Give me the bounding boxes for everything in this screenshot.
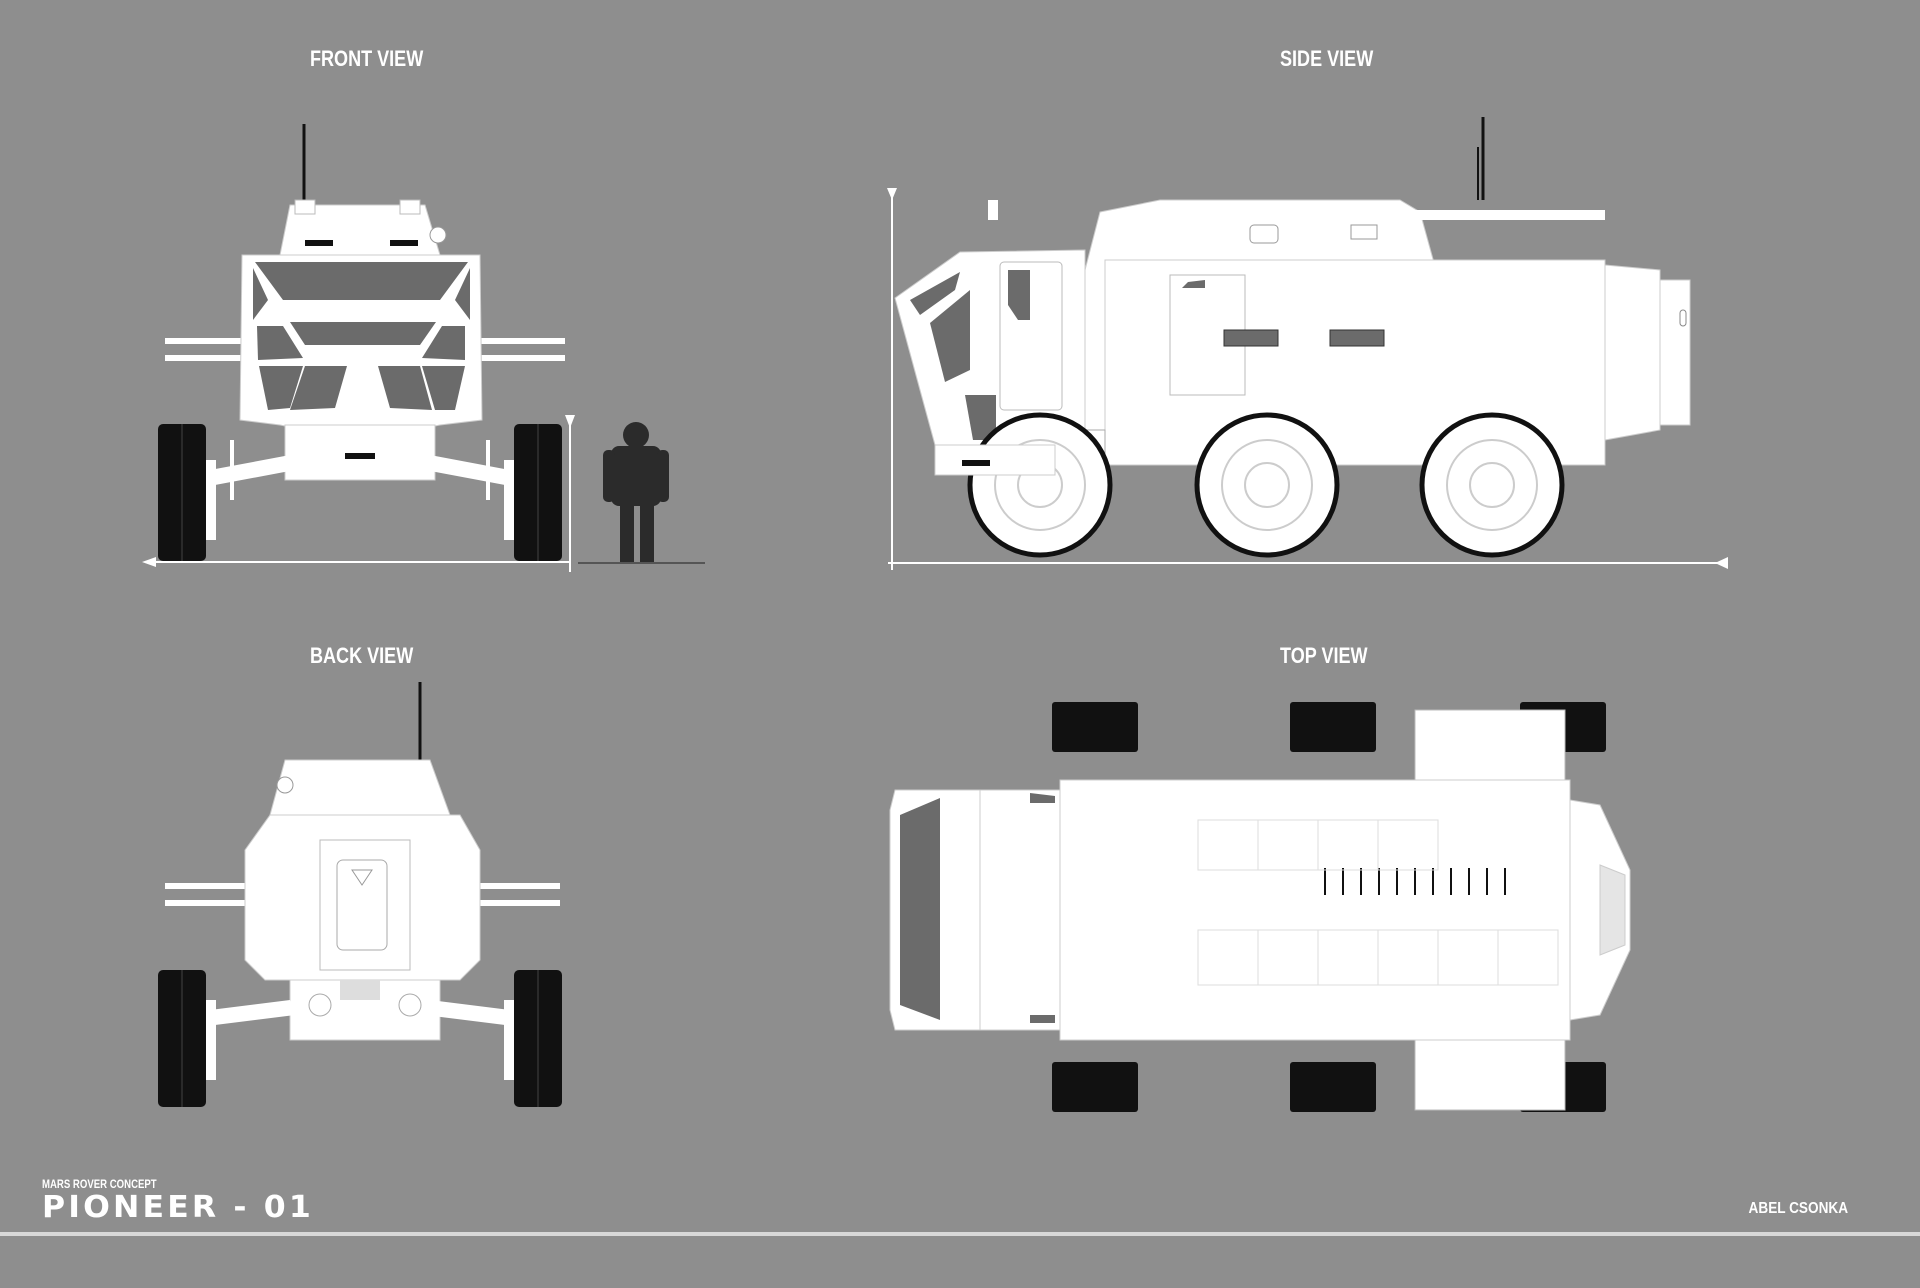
top-view-title: TOP VIEW [1280, 643, 1368, 668]
side-view-drawing [860, 100, 1860, 580]
front-left-tire [158, 424, 206, 561]
top-view-drawing [880, 690, 1740, 1130]
back-right-tire [514, 970, 562, 1107]
front-view-drawing [0, 0, 720, 600]
top-tire-2 [1290, 702, 1376, 752]
footer-divider [0, 1232, 1920, 1236]
back-view-title: BACK VIEW [310, 643, 414, 668]
front-right-tire [514, 424, 562, 561]
top-tire-1 [1052, 702, 1138, 752]
project-title: PIONEER - 01 [42, 1190, 314, 1225]
side-wheel-3 [1419, 412, 1565, 558]
side-wheel-2 [1194, 412, 1340, 558]
front-view-title: FRONT VIEW [310, 46, 424, 71]
astronaut-silhouette-icon [603, 422, 669, 562]
author-credit: ABEL CSONKA [1748, 1200, 1848, 1217]
project-subtitle: MARS ROVER CONCEPT [42, 1177, 157, 1191]
top-tire-5 [1290, 1062, 1376, 1112]
side-wheel-1 [967, 412, 1113, 558]
back-view-drawing [0, 660, 720, 1130]
side-view-title: SIDE VIEW [1280, 46, 1374, 71]
top-tire-4 [1052, 1062, 1138, 1112]
back-left-tire [158, 970, 206, 1107]
